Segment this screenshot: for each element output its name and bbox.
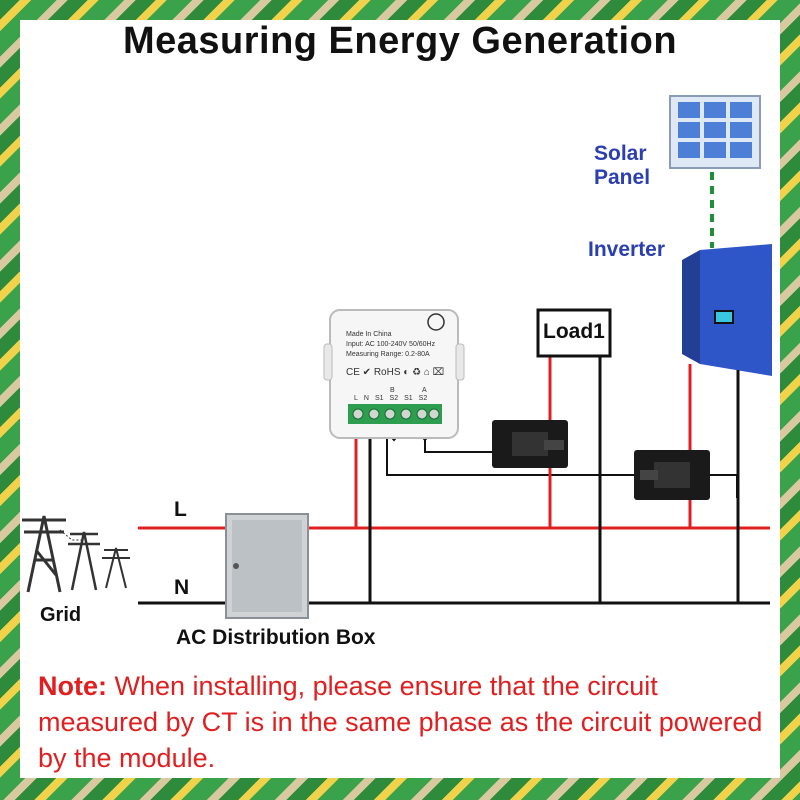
ct-clamp-icon <box>634 450 710 500</box>
solar-panel-label: Solar Panel <box>594 142 651 189</box>
note-prefix: Note: <box>38 671 107 701</box>
diagram-panel: Measuring Energy Generation <box>20 20 780 778</box>
terminal-labels: L N S1 S2 S1 S2 <box>354 395 428 402</box>
inverter-icon <box>682 244 772 376</box>
certification-marks: CE ✔ RoHS ◐ ♻ ⌂ ⌧ <box>346 367 445 378</box>
line-l-label: L <box>174 498 187 521</box>
solar-panel-icon <box>669 95 761 169</box>
energy-meter-module <box>323 309 465 439</box>
ac-box-label: AC Distribution Box <box>176 626 376 649</box>
grid-label: Grid <box>40 604 82 626</box>
power-grid-towers-icon <box>22 515 130 593</box>
diagram-title: Measuring Energy Generation <box>122 20 678 62</box>
line-n-label: N <box>174 576 190 599</box>
module-label: Made In China Input: AC 100-240V 50/60Hz… <box>346 331 436 358</box>
ac-distribution-box-icon <box>225 513 309 619</box>
load1-box <box>536 308 612 358</box>
inverter-label: Inverter <box>588 238 666 261</box>
ct-b-label: B <box>390 387 395 394</box>
load1-label: Load1 <box>543 320 605 343</box>
ct-a-label: A <box>422 387 427 394</box>
ct-clamp-icon <box>492 420 568 468</box>
note-text: When installing, please ensure that the … <box>38 671 763 773</box>
wiring-diagram <box>22 95 772 619</box>
installation-note: Note: When installing, please ensure tha… <box>38 668 778 776</box>
